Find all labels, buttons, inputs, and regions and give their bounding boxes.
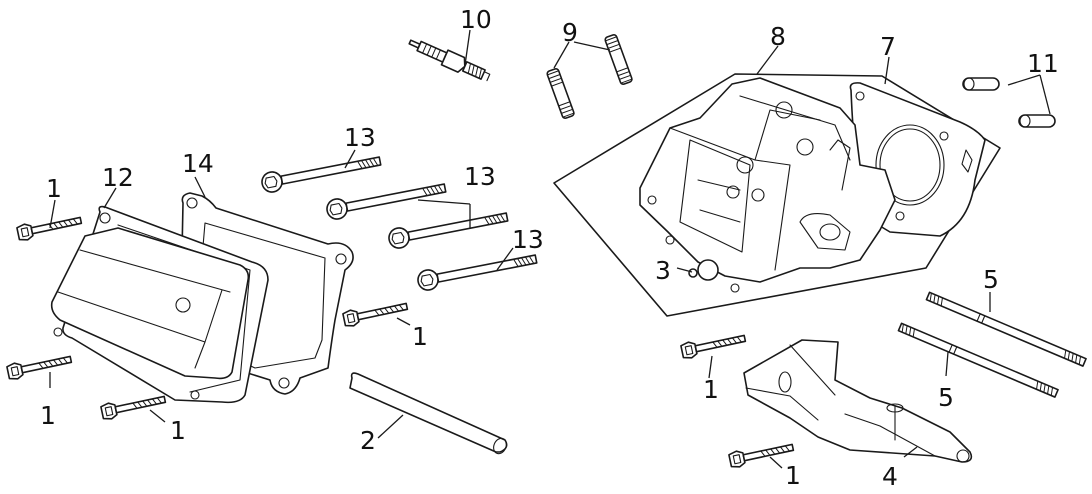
callout-13: 13 [512, 225, 544, 254]
callout-1: 1 [40, 401, 56, 430]
callout-13: 13 [344, 123, 376, 152]
head-bolt[interactable] [260, 151, 382, 194]
callout-1: 1 [46, 174, 62, 203]
callout-14: 14 [182, 149, 214, 178]
push-rod[interactable] [349, 372, 509, 456]
callout-5: 5 [938, 383, 954, 412]
callout-12: 12 [102, 163, 134, 192]
callout-1: 1 [412, 322, 428, 351]
callout-1: 1 [785, 461, 801, 490]
flange-bolt[interactable] [6, 352, 73, 381]
long-stud[interactable] [897, 322, 1059, 398]
flange-bolt[interactable] [342, 299, 409, 328]
dowel-pin[interactable] [962, 77, 1000, 91]
valve-cover[interactable] [50, 205, 269, 404]
long-stud[interactable] [925, 291, 1087, 367]
stud-bolt[interactable] [604, 33, 633, 85]
callout-4: 4 [882, 462, 898, 491]
breather-valve[interactable] [688, 259, 719, 281]
spark-plug[interactable] [407, 35, 492, 85]
callout-1: 1 [703, 375, 719, 404]
callout-1: 1 [170, 416, 186, 445]
flange-bolt[interactable] [728, 440, 795, 469]
callout-7: 7 [880, 32, 896, 61]
flange-bolt[interactable] [100, 392, 167, 421]
callout-10: 10 [460, 5, 492, 34]
callout-11: 11 [1027, 49, 1059, 78]
flange-bolt[interactable] [680, 331, 747, 360]
head-bolt[interactable] [416, 249, 538, 292]
callout-3: 3 [655, 256, 671, 285]
callout-13: 13 [464, 162, 496, 191]
cylinder-head[interactable] [639, 77, 896, 293]
callout-8: 8 [770, 22, 786, 51]
flange-bolt[interactable] [16, 213, 83, 242]
deflector-plate[interactable] [743, 339, 973, 463]
callout-9: 9 [562, 18, 578, 47]
stud-bolt[interactable] [546, 67, 575, 119]
assembly-outline [553, 73, 1001, 317]
dowel-pin[interactable] [1018, 114, 1056, 128]
callout-2: 2 [360, 426, 376, 455]
leader-lines [49, 29, 1051, 469]
head-bolt[interactable] [387, 207, 509, 250]
callout-5: 5 [983, 265, 999, 294]
head-bolt[interactable] [325, 178, 447, 221]
